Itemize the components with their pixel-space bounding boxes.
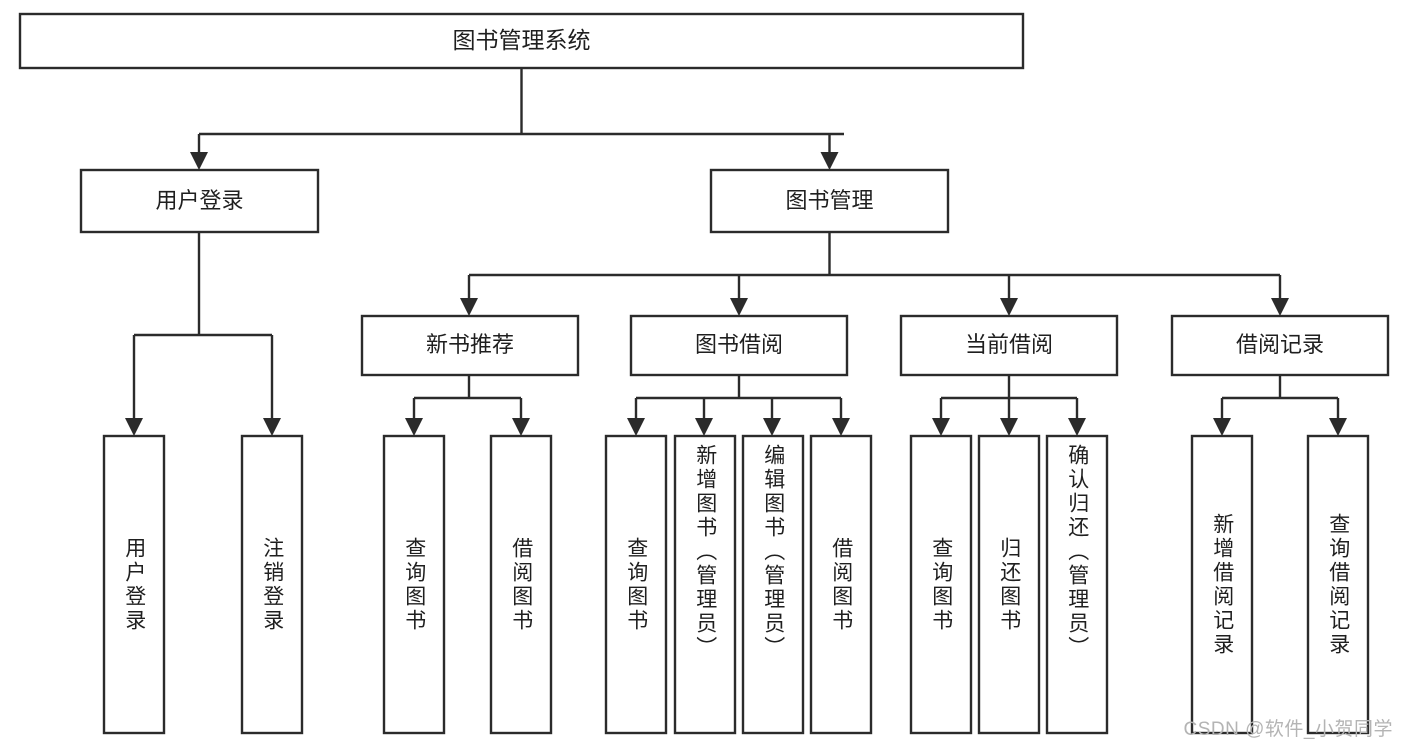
node-leaf-logout-login-box[interactable] (240, 434, 304, 735)
node-leaf-query-record-box[interactable] (1306, 434, 1370, 735)
node-root-label: 图书管理系统 (453, 27, 591, 53)
node-new-book-recommend-box[interactable] (360, 314, 580, 377)
node-leaf-borrow-book-2-box[interactable] (809, 434, 873, 735)
label-layer: 图书管理系统 用户登录 图书管理 新书推荐 图书借阅 当前借阅 借阅记录 (155, 27, 1324, 357)
arrow-to-leaf-borrow-book-1 (512, 418, 530, 436)
node-user-login-box[interactable] (79, 168, 320, 234)
node-leaf-add-book-box[interactable] (673, 434, 737, 735)
arrow-to-leaf-user-login (125, 418, 143, 436)
arrow-to-leaf-add-record (1213, 418, 1231, 436)
node-leaf-borrow-book-1-box[interactable] (489, 434, 553, 735)
arrow-to-user-login (190, 152, 208, 170)
arrow-to-leaf-return-book (1000, 418, 1018, 436)
arrow-to-leaf-borrow-book-2 (832, 418, 850, 436)
watermark-text: CSDN @软件_小贺同学 (1183, 719, 1393, 740)
node-book-manage-label: 图书管理 (785, 188, 873, 213)
node-leaf-query-book-1-box[interactable] (382, 434, 446, 735)
arrow-to-leaf-query-book-3 (932, 418, 950, 436)
node-new-book-recommend-label: 新书推荐 (426, 332, 514, 357)
node-borrow-record-box[interactable] (1170, 314, 1390, 377)
node-leaf-add-record-box[interactable] (1190, 434, 1254, 735)
arrow-to-current-borrow (1000, 298, 1018, 316)
arrow-to-leaf-confirm-return (1068, 418, 1086, 436)
arrow-to-book-manage (820, 152, 839, 170)
node-borrow-record-label: 借阅记录 (1236, 332, 1324, 357)
node-current-borrow-label: 当前借阅 (965, 332, 1053, 357)
arrow-to-leaf-query-book-1 (405, 418, 423, 436)
node-current-borrow-box[interactable] (899, 314, 1119, 377)
node-leaf-return-book-box[interactable] (977, 434, 1041, 735)
arrowhead-layer (125, 152, 1347, 436)
arrow-to-leaf-logout-login (263, 418, 281, 436)
arrow-to-leaf-query-record (1329, 418, 1347, 436)
node-leaf-edit-book-box[interactable] (741, 434, 805, 735)
connector-layer (132, 68, 1340, 418)
node-book-borrow-box[interactable] (629, 314, 849, 377)
node-user-login-label: 用户登录 (155, 188, 243, 213)
arrow-to-borrow-record (1271, 298, 1289, 316)
node-leaf-query-book-2-box[interactable] (604, 434, 668, 735)
node-leaf-confirm-return-box[interactable] (1045, 434, 1109, 735)
node-leaf-query-book-3-box[interactable] (909, 434, 973, 735)
node-book-manage-box[interactable] (709, 168, 950, 234)
node-book-borrow-label: 图书借阅 (695, 332, 783, 357)
node-root-box[interactable] (18, 12, 1025, 70)
arrow-to-leaf-add-book (695, 418, 713, 436)
arrow-to-book-borrow (730, 298, 748, 316)
arrow-to-leaf-edit-book (763, 418, 781, 436)
node-leaf-user-login-box[interactable] (102, 434, 166, 735)
arrow-to-new-book-recommend (460, 298, 478, 316)
node-layer (18, 12, 1390, 735)
arrow-to-leaf-query-book-2 (627, 418, 645, 436)
